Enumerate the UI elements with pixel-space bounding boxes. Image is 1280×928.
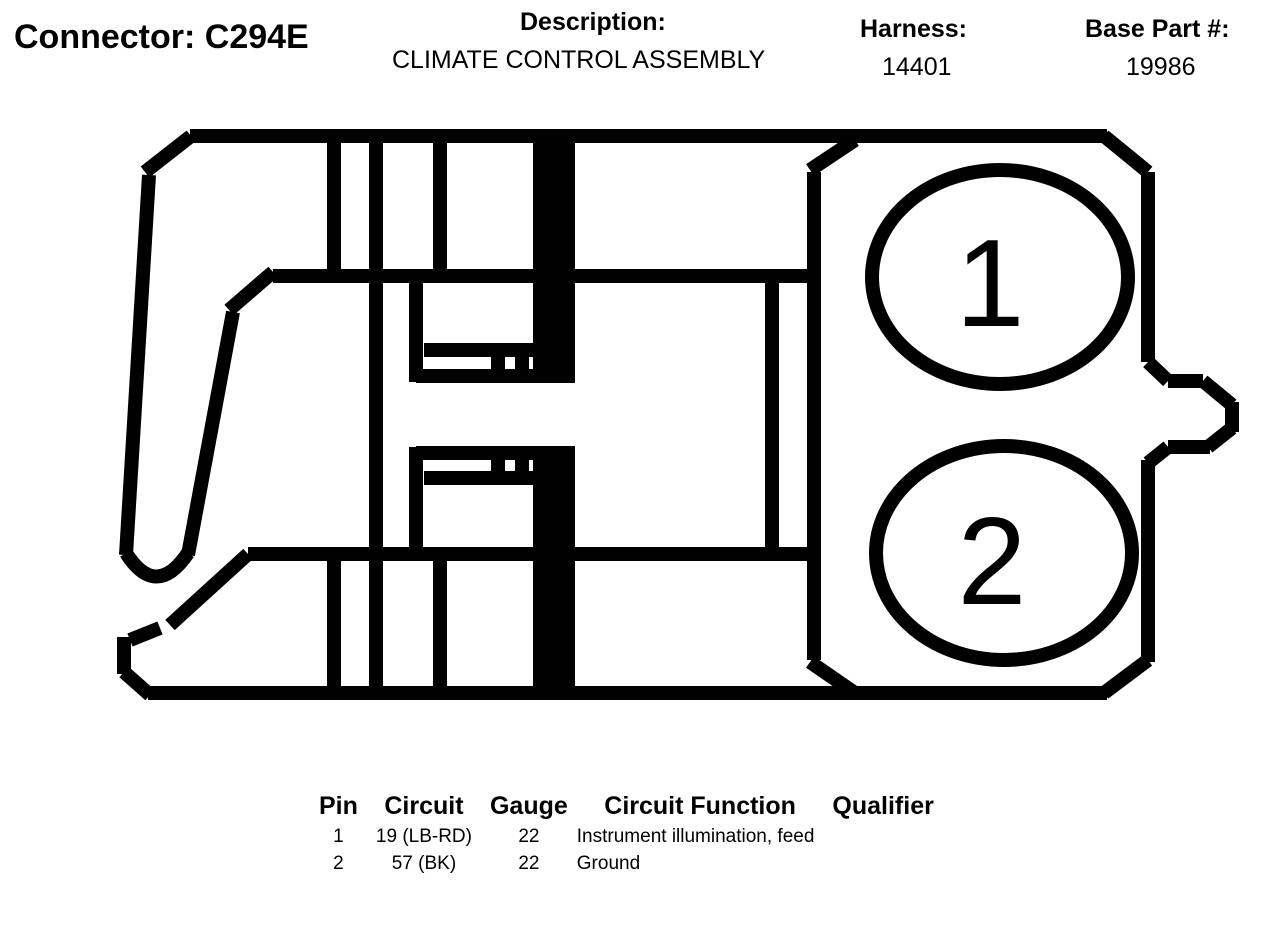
pinout-table-header: Pin Circuit Gauge Circuit Function Quali… bbox=[310, 792, 943, 821]
pin-2-cavity: 2 bbox=[869, 439, 1139, 667]
row-circuit: 19 (LB-RD) bbox=[375, 826, 472, 847]
connector-title: Connector: C294E bbox=[14, 18, 309, 56]
pin-2-circle bbox=[869, 439, 1139, 667]
connector-outline bbox=[117, 129, 1239, 701]
header-circuit-function: Circuit Function bbox=[604, 792, 796, 820]
pinout-table: Pin Circuit Gauge Circuit Function Quali… bbox=[310, 792, 943, 875]
row-gauge: 22 bbox=[518, 826, 540, 847]
pin-1-cavity: 1 bbox=[865, 163, 1135, 391]
header-pin: Pin bbox=[319, 792, 358, 820]
table-row: 2 57 (BK) 22 Ground bbox=[310, 848, 943, 875]
row-pin: 1 bbox=[333, 826, 344, 847]
internal-bars bbox=[327, 136, 575, 693]
pin-2-label: 2 bbox=[958, 493, 1027, 631]
row-circuit-function: Ground bbox=[576, 853, 641, 874]
pin-1-circle bbox=[865, 163, 1135, 391]
description-label: Description: bbox=[520, 8, 666, 36]
header-gauge: Gauge bbox=[489, 792, 568, 820]
description-value: CLIMATE CONTROL ASSEMBLY bbox=[392, 46, 766, 74]
row-qualifier bbox=[823, 848, 942, 875]
harness-value: 14401 bbox=[882, 53, 952, 81]
table-row: 1 19 (LB-RD) 22 Instrument illumination,… bbox=[310, 821, 943, 848]
pin-1-label: 1 bbox=[956, 215, 1025, 353]
row-circuit: 57 (BK) bbox=[391, 853, 457, 874]
header-qualifier: Qualifier bbox=[832, 792, 934, 820]
row-gauge: 22 bbox=[518, 853, 540, 874]
row-circuit-function: Instrument illumination, feed bbox=[576, 826, 815, 847]
row-pin: 2 bbox=[333, 853, 344, 874]
row-qualifier bbox=[823, 821, 942, 848]
harness-label: Harness: bbox=[860, 15, 967, 43]
connector-face-diagram: 1 2 bbox=[117, 129, 1239, 701]
base-part-label: Base Part #: bbox=[1085, 15, 1230, 43]
pin-cavity-frame bbox=[765, 134, 859, 699]
header-circuit: Circuit bbox=[384, 792, 464, 820]
base-part-value: 19986 bbox=[1126, 53, 1196, 81]
